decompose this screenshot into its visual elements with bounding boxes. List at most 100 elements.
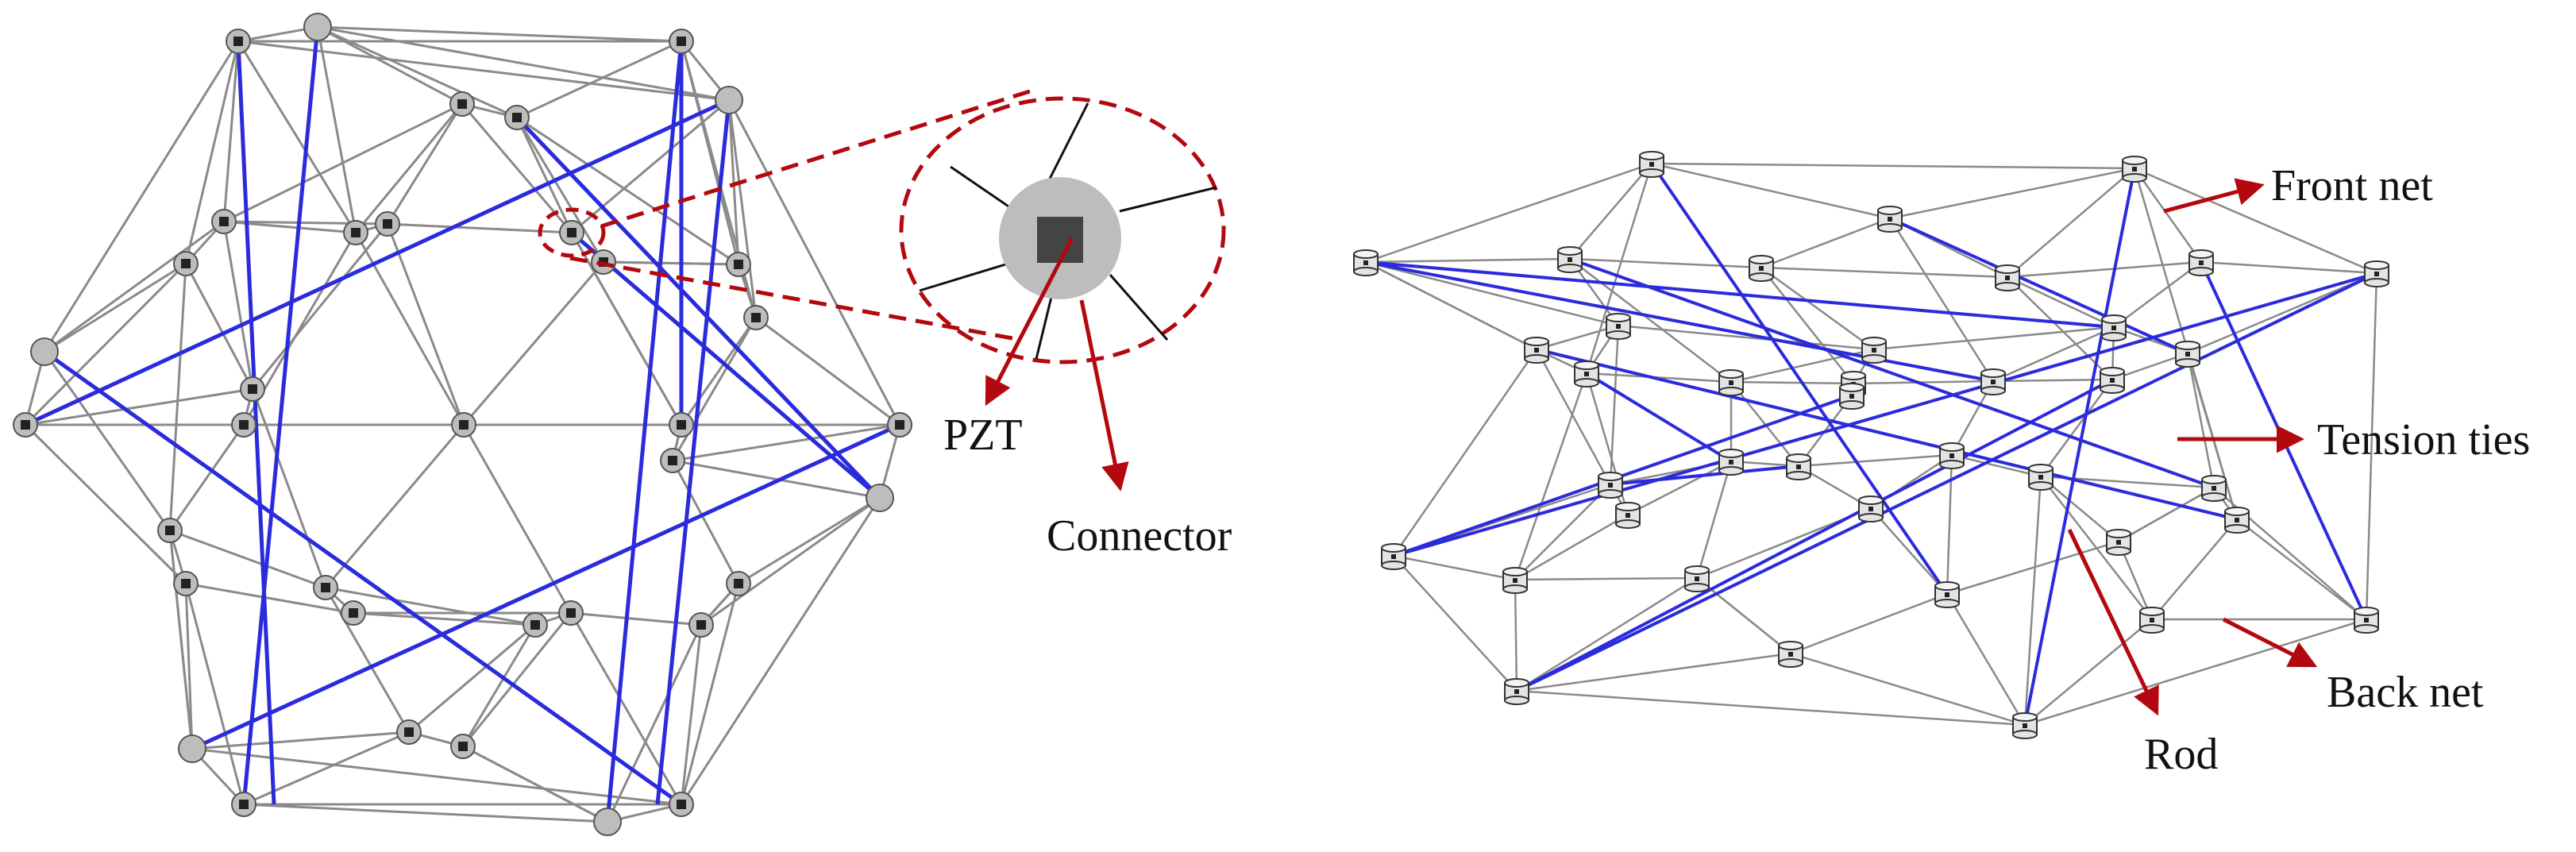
cylinder-node (1861, 337, 1887, 364)
connector-node (715, 86, 743, 114)
tie-line (2007, 276, 2115, 329)
pzt-node (341, 600, 366, 626)
tie-line (461, 624, 537, 747)
tie-line (184, 263, 254, 390)
tie-line (1760, 267, 1854, 384)
tie-line (462, 745, 608, 823)
tie-line (1696, 577, 1791, 654)
rod-line (1569, 257, 2215, 489)
cylinder-node (2175, 341, 2200, 368)
tie-line (243, 731, 410, 806)
tie-line (1889, 167, 2135, 220)
zoom-guide-bottom (569, 256, 1022, 342)
pzt-label: PZT (943, 411, 1023, 460)
pzt-node (504, 105, 530, 130)
pzt-node (240, 376, 265, 402)
tie-line (1790, 592, 1948, 655)
cylinder-node (1934, 581, 1960, 608)
cylinder-node (1574, 360, 1599, 387)
tie-line (2024, 618, 2367, 727)
tie-line (44, 262, 187, 353)
tie-line (1569, 258, 1732, 383)
cylinder-node (1858, 495, 1884, 522)
tie-line (223, 102, 463, 223)
pzt-node (231, 792, 256, 817)
cylinder-node (2122, 156, 2147, 183)
rod-line (1650, 162, 1949, 596)
tie-line (222, 40, 240, 222)
tie-line (680, 624, 703, 805)
zoom-ties (919, 102, 1217, 360)
tie-line (2134, 167, 2377, 275)
tie-line (316, 26, 357, 233)
tie-line (243, 803, 608, 823)
tie-line (1945, 454, 1953, 595)
cylinder-node (1778, 641, 1803, 668)
tie-line (515, 117, 573, 233)
pzt-node (211, 209, 237, 234)
tie-line (1695, 461, 1733, 579)
zoom-detail-ellipse (899, 96, 1226, 364)
cylinder-node (2101, 314, 2127, 341)
rod-line (605, 40, 684, 823)
zoom-source-circle (538, 207, 606, 258)
tie-line (672, 423, 900, 462)
tie-line (1569, 257, 1762, 269)
top-view-tensegrity (13, 13, 912, 836)
tie-line (2118, 486, 2215, 543)
tie-line (1790, 652, 2026, 727)
tie-line (680, 583, 740, 805)
rod-line (1365, 260, 2115, 329)
rod-line (1393, 272, 2377, 557)
tie-line (671, 317, 758, 461)
right-nodes (1353, 151, 2389, 739)
pzt-node (669, 29, 694, 54)
tie-line (1853, 380, 1994, 385)
pzt-node (669, 792, 694, 817)
tie-line (1365, 162, 1652, 264)
pzt-node (173, 251, 199, 276)
cylinder-node (2139, 607, 2165, 634)
tie-line (1514, 513, 1629, 581)
tie-line (1992, 326, 2115, 383)
tie-line (462, 261, 605, 426)
pzt-arrow (985, 237, 1074, 407)
cylinder-node (1557, 246, 1583, 273)
tie-line (354, 103, 464, 233)
cylinder-node (2354, 607, 2379, 634)
pzt-node (231, 412, 256, 438)
tie-line (237, 40, 730, 102)
cylinder-node (1995, 264, 2020, 291)
tie-line (2007, 168, 2135, 278)
tie-line (738, 496, 881, 585)
tie-line (1651, 162, 1891, 220)
tie-line (1873, 326, 2115, 351)
connector-arrow (1079, 299, 1129, 492)
tie-line (353, 611, 536, 626)
tie-line (325, 586, 536, 626)
pzt-node (726, 252, 751, 277)
cylinder-node (2106, 529, 2131, 556)
front-net-label: Front net (2271, 161, 2433, 210)
cylinder-node (1939, 442, 1965, 469)
tie-line (2236, 519, 2367, 620)
rod-arrow (2067, 528, 2159, 716)
tie-line (1798, 453, 1953, 468)
pzt-node (743, 305, 769, 330)
tie-line (251, 388, 327, 588)
right-tension-ties (1365, 162, 2378, 727)
tie-line (2040, 476, 2119, 542)
rod-line (2023, 168, 2136, 726)
tie-line (387, 222, 573, 234)
tie-line (317, 25, 463, 106)
tie-line (603, 260, 739, 266)
tie-line (25, 387, 253, 426)
tie-line (43, 40, 240, 353)
rod-line (1889, 217, 2188, 355)
rod-line (43, 349, 683, 807)
pzt-node (157, 518, 183, 543)
tie-line (1730, 381, 1799, 467)
tie-line (222, 221, 254, 390)
tie-line (1760, 217, 1891, 269)
rod-line (241, 26, 320, 805)
